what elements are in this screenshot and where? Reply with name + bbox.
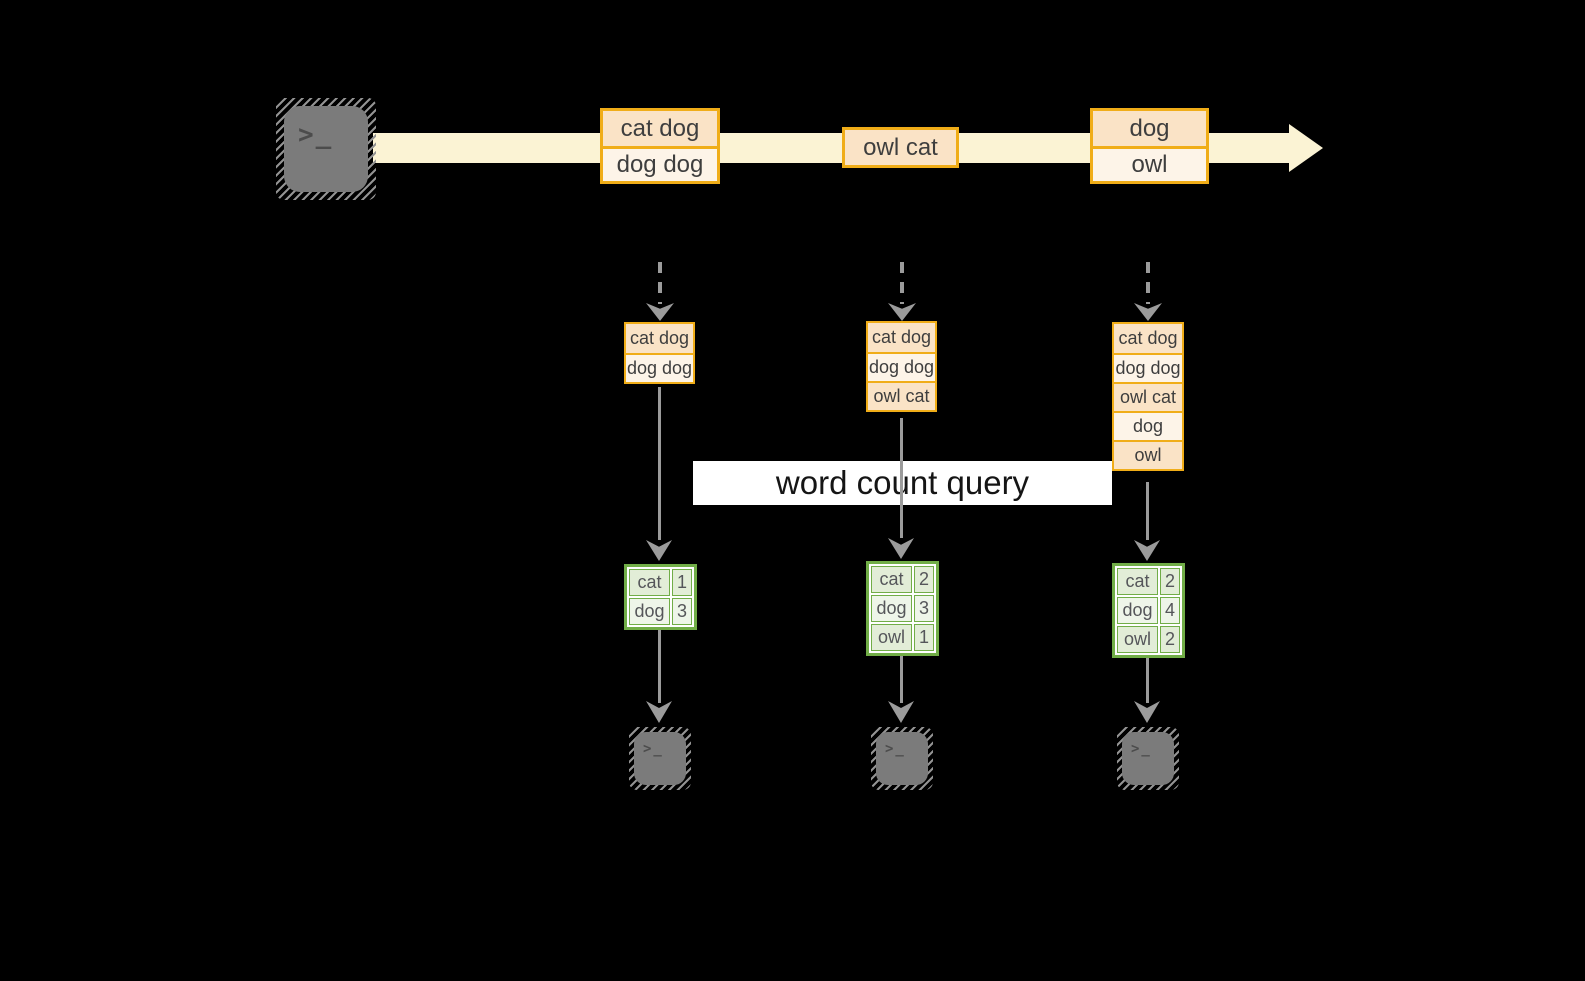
flow-arrow-line [658,387,661,540]
arrowhead-down-icon [888,701,914,723]
flow-arrow-line [658,630,661,703]
stream-event-cell: dog [1093,111,1206,146]
terminal-prompt-icon: >_ [1131,741,1152,757]
buffer-event-cell: owl [1114,440,1182,469]
count-cell: 2 [1160,568,1180,595]
terminal-source-icon: >_ [276,98,376,200]
arrowhead-down-icon [888,303,916,321]
stream-event-cell: owl cat [845,130,956,165]
terminal-body: >_ [284,106,368,192]
buffer-event-cell: cat dog [868,323,935,352]
word-cell: owl [1117,626,1158,653]
arrowhead-down-icon [1134,540,1160,561]
buffer-event-cell: dog dog [626,353,693,382]
arrowhead-down-icon [888,538,914,559]
terminal-body: >_ [1122,732,1174,785]
word-cell: dog [629,598,670,625]
buffer-event-cell: owl cat [1114,382,1182,411]
stream-event-box: owl cat [842,127,959,168]
count-cell: 3 [914,595,934,622]
arrowhead-down-icon [646,540,672,561]
terminal-body: >_ [634,732,686,785]
dashed-arrow-line [900,262,904,304]
flow-arrow-line [900,656,903,703]
word-cell: dog [1117,597,1158,624]
terminal-sink-icon: >_ [629,727,691,790]
terminal-prompt-icon: >_ [298,120,334,150]
flow-arrow-line [1146,658,1149,703]
buffer-event-cell: dog dog [868,352,935,381]
dashed-arrow-line [1146,262,1150,304]
word-cell: owl [871,624,912,651]
terminal-prompt-icon: >_ [643,741,664,757]
word-cell: cat [871,566,912,593]
arrowhead-down-icon [646,303,674,321]
arrowhead-down-icon [1134,701,1160,723]
word-cell: cat [629,569,670,596]
dashed-arrow-line [658,262,662,304]
count-cell: 2 [914,566,934,593]
stream-event-cell: owl [1093,146,1206,181]
buffer-event-cell: cat dog [626,324,693,353]
arrowhead-down-icon [1134,303,1162,321]
terminal-sink-icon: >_ [871,727,933,790]
stream-event-cell: cat dog [603,111,717,146]
stream-arrowhead-icon [1289,124,1323,172]
count-cell: 1 [914,624,934,651]
count-cell: 3 [672,598,692,625]
buffer-event-cell: dog [1114,411,1182,440]
count-cell: 1 [672,569,692,596]
count-cell: 2 [1160,626,1180,653]
stream-event-cell: dog dog [603,146,717,181]
buffer-event-cell: dog dog [1114,353,1182,382]
buffer-event-cell: cat dog [1114,324,1182,353]
flow-arrow-line [1146,482,1149,540]
word-cell: cat [1117,568,1158,595]
flow-arrow-line [900,418,903,538]
terminal-sink-icon: >_ [1117,727,1179,790]
terminal-prompt-icon: >_ [885,741,906,757]
count-cell: 4 [1160,597,1180,624]
arrowhead-down-icon [646,701,672,723]
terminal-body: >_ [876,732,928,785]
word-cell: dog [871,595,912,622]
buffer-event-cell: owl cat [868,381,935,410]
